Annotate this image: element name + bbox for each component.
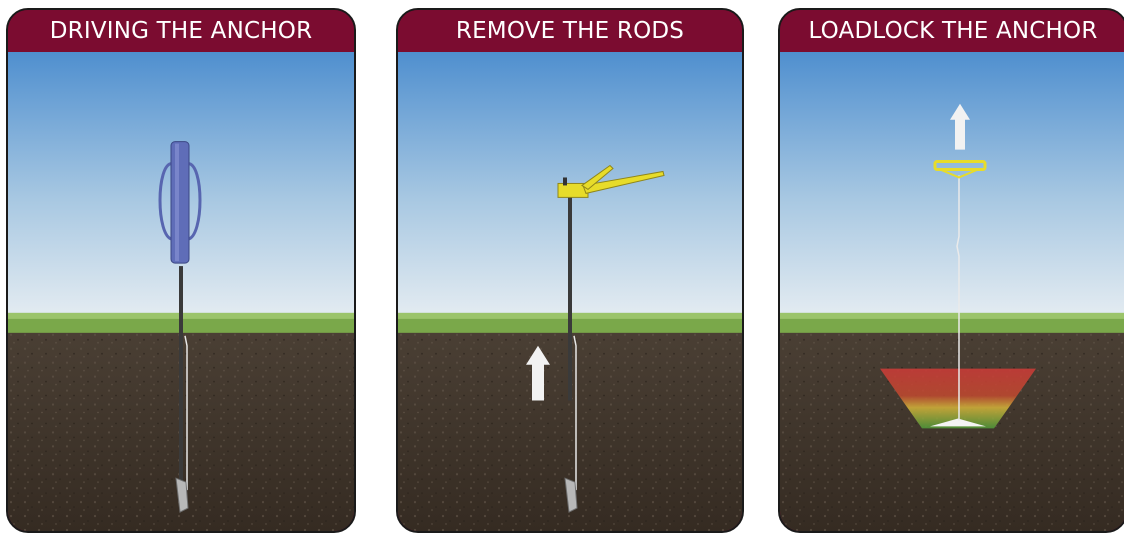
sky [780, 52, 1124, 321]
panel-title: DRIVING THE ANCHOR [8, 10, 354, 52]
panel-title: REMOVE THE RODS [398, 10, 742, 52]
drive-rod [568, 191, 572, 400]
scene-remove [398, 52, 742, 531]
panel-loadlock-the-anchor: LOADLOCK THE ANCHOR [778, 8, 1124, 533]
panel-remove-the-rods: REMOVE THE RODS [396, 8, 744, 533]
loadlock-illustration [780, 52, 1124, 531]
scene-driving [8, 52, 354, 531]
scene-loadlock [780, 52, 1124, 531]
driving-illustration [8, 52, 354, 531]
remove-illustration [398, 52, 742, 531]
panel-title: LOADLOCK THE ANCHOR [780, 10, 1124, 52]
panel-driving-the-anchor: DRIVING THE ANCHOR [6, 8, 356, 533]
drive-rod [179, 266, 183, 500]
